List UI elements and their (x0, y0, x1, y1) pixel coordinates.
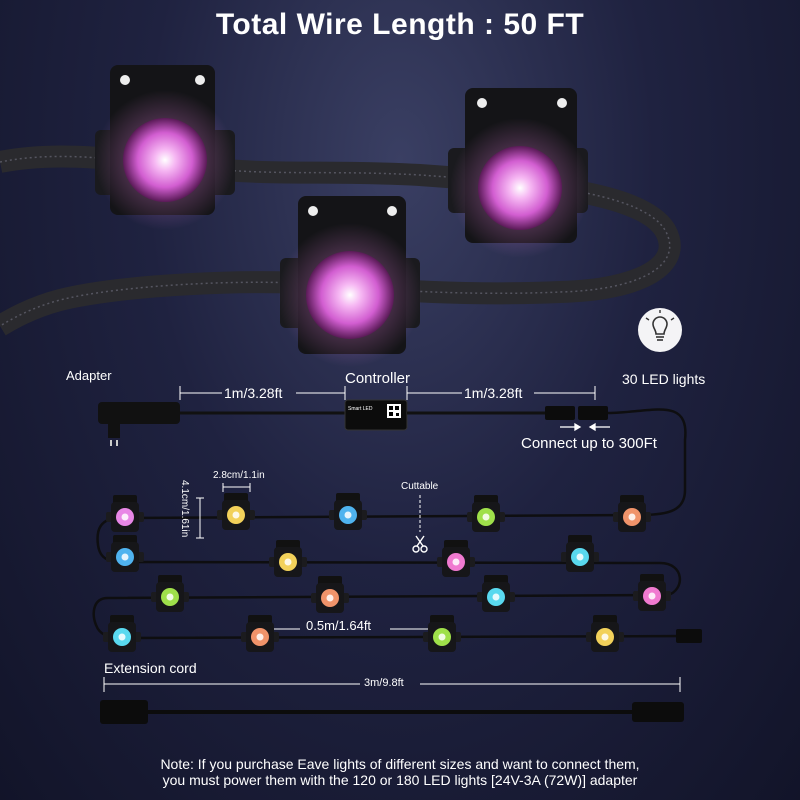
dimension-lines-controller (179, 386, 596, 400)
large-led-light-2 (448, 88, 590, 258)
controller-label: Controller (345, 370, 411, 387)
large-led-light-3 (278, 196, 422, 367)
small-led-lights (103, 493, 671, 652)
controller-box (344, 399, 608, 431)
connect-arrows (560, 422, 610, 432)
note-line-2: you must power them with the 120 or 180 … (162, 772, 638, 788)
string-end-plug (676, 629, 702, 643)
small-led-light-10 (151, 575, 189, 612)
power-adapter (98, 402, 345, 446)
small-led-light-6 (106, 535, 144, 572)
small-led-light-9 (561, 535, 599, 572)
small-led-light-13 (633, 574, 671, 611)
adapter-label: Adapter (66, 368, 112, 383)
width-dimension: 2.8cm/1.1in (213, 470, 265, 481)
cable-length-right: 1m/3.28ft (464, 385, 523, 401)
extension-cord-label: Extension cord (104, 660, 197, 676)
connect-label: Connect up to 300Ft (521, 435, 657, 452)
small-led-light-2 (217, 493, 255, 530)
page-title: Total Wire Length : 50 FT (215, 8, 585, 41)
extension-cord (100, 677, 684, 724)
controller-brand: Smart LED (348, 406, 373, 412)
spacing-label: 0.5m/1.64ft (306, 618, 372, 633)
small-led-light-5 (613, 495, 651, 532)
small-led-light-14 (103, 615, 141, 652)
led-string-wire (92, 408, 691, 640)
cuttable-label: Cuttable (401, 481, 439, 492)
small-led-light-11 (311, 576, 349, 613)
small-led-light-4 (467, 495, 505, 532)
small-led-light-3 (329, 493, 367, 530)
small-led-light-1 (106, 495, 144, 532)
bulb-icon (638, 308, 682, 352)
scissors-icon (412, 535, 428, 553)
note-text: Note: If you purchase Eave lights of dif… (40, 756, 760, 788)
extension-length-label: 3m/9.8ft (364, 677, 404, 689)
cable-length-left: 1m/3.28ft (224, 385, 283, 401)
small-led-light-12 (477, 575, 515, 612)
small-led-light-16 (423, 615, 461, 652)
small-led-light-17 (586, 615, 624, 652)
note-line-1: Note: If you purchase Eave lights of dif… (160, 756, 640, 772)
height-dimension: 4.1cm/1.61in (179, 480, 190, 538)
small-led-light-8 (437, 540, 475, 577)
large-led-light-1 (95, 65, 235, 230)
small-led-light-7 (269, 540, 307, 577)
small-led-light-15 (241, 615, 279, 652)
led-count-label: 30 LED lights (622, 371, 706, 387)
